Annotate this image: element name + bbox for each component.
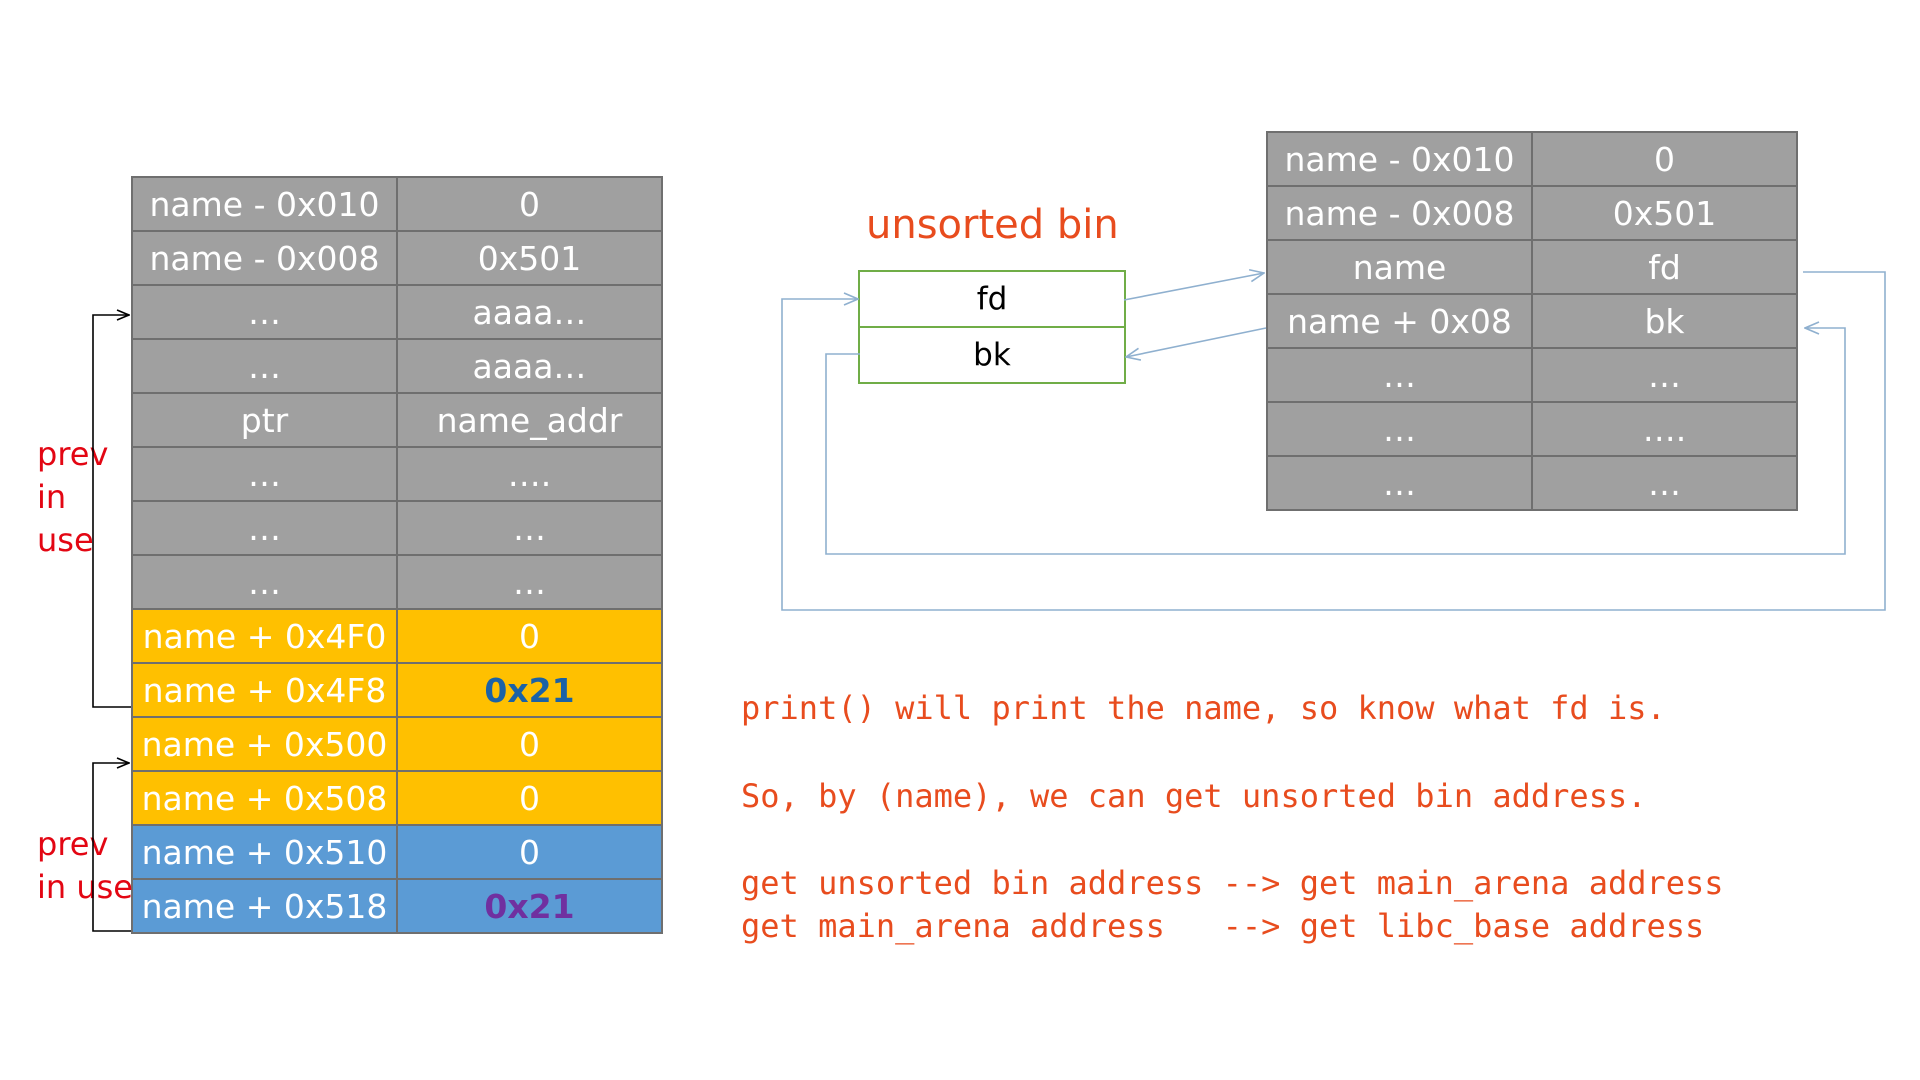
table-row: …… bbox=[131, 554, 663, 610]
label-line: prev bbox=[37, 435, 109, 473]
addr-cell: name + 0x08 bbox=[1266, 293, 1533, 349]
addr-cell: name bbox=[1266, 239, 1533, 295]
prev-in-use-bracket bbox=[92, 315, 131, 708]
addr-cell: … bbox=[131, 284, 398, 340]
addr-cell: … bbox=[131, 338, 398, 394]
addr-cell: name - 0x010 bbox=[1266, 131, 1533, 187]
prev-in-use-label: prev in use bbox=[37, 823, 157, 909]
bin-bk-field: bk bbox=[860, 326, 1124, 382]
value-cell: 0x501 bbox=[1531, 185, 1798, 241]
bin-fd-field: fd bbox=[860, 272, 1124, 326]
addr-cell: name - 0x008 bbox=[1266, 185, 1533, 241]
unsorted-bin-title: unsorted bin bbox=[866, 202, 1119, 248]
size-field-highlight: 0x21 bbox=[396, 662, 663, 718]
value-cell: … bbox=[396, 554, 663, 610]
value-cell: bk bbox=[1531, 293, 1798, 349]
label-line: in bbox=[37, 478, 67, 516]
value-cell: aaaa… bbox=[396, 284, 663, 340]
label-line: prev bbox=[37, 825, 109, 863]
label-line: use bbox=[37, 521, 94, 559]
value-cell: 0 bbox=[1531, 131, 1798, 187]
value-cell: …. bbox=[396, 446, 663, 502]
value-cell: aaaa… bbox=[396, 338, 663, 394]
value-cell: name_addr bbox=[396, 392, 663, 448]
addr-cell: … bbox=[1266, 347, 1533, 403]
addr-cell: name + 0x510 bbox=[131, 824, 398, 880]
addr-cell: … bbox=[131, 446, 398, 502]
addr-cell: name + 0x4F0 bbox=[131, 608, 398, 664]
prev-in-use-label: prev in use bbox=[37, 433, 147, 562]
addr-cell: name + 0x4F8 bbox=[131, 662, 398, 718]
addr-cell: name - 0x008 bbox=[131, 230, 398, 286]
value-cell: 0x501 bbox=[396, 230, 663, 286]
bk-arrow bbox=[1126, 327, 1267, 357]
value-cell: fd bbox=[1531, 239, 1798, 295]
label-line: in use bbox=[37, 868, 133, 906]
fd-arrow bbox=[1123, 273, 1264, 301]
fd-loop-arrow bbox=[781, 271, 1886, 611]
note-line: get unsorted bin address --> get main_ar… bbox=[741, 864, 1724, 902]
table-row: ……. bbox=[1266, 401, 1798, 457]
note-line: So, by (name), we can get unsorted bin a… bbox=[741, 777, 1647, 815]
table-row: …aaaa… bbox=[131, 284, 663, 340]
table-row: …aaaa… bbox=[131, 338, 663, 394]
note-line: get main_arena address --> get libc_base… bbox=[741, 907, 1705, 945]
value-cell: 0 bbox=[396, 824, 663, 880]
addr-cell: ptr bbox=[131, 392, 398, 448]
note-line: print() will print the name, so know wha… bbox=[741, 689, 1666, 727]
addr-cell: name + 0x500 bbox=[131, 716, 398, 772]
table-row: …… bbox=[131, 500, 663, 556]
unsorted-bin-box: fd bk bbox=[858, 270, 1126, 384]
table-row: …… bbox=[1266, 455, 1798, 511]
value-cell: 0 bbox=[396, 608, 663, 664]
value-cell: 0 bbox=[396, 716, 663, 772]
table-row: …… bbox=[1266, 347, 1798, 403]
addr-cell: name + 0x518 bbox=[131, 878, 398, 934]
addr-cell: name + 0x508 bbox=[131, 770, 398, 826]
bk-loop-arrow bbox=[825, 328, 1846, 555]
value-cell: 0 bbox=[396, 770, 663, 826]
size-field-highlight: 0x21 bbox=[396, 878, 663, 934]
value-cell: … bbox=[1531, 347, 1798, 403]
addr-cell: name - 0x010 bbox=[131, 176, 398, 232]
value-cell: … bbox=[396, 500, 663, 556]
prev-in-use-bracket bbox=[92, 763, 131, 932]
table-row: ……. bbox=[131, 446, 663, 502]
addr-cell: … bbox=[1266, 401, 1533, 457]
value-cell: 0 bbox=[396, 176, 663, 232]
addr-cell: … bbox=[131, 500, 398, 556]
value-cell: … bbox=[1531, 455, 1798, 511]
addr-cell: … bbox=[1266, 455, 1533, 511]
addr-cell: … bbox=[131, 554, 398, 610]
value-cell: …. bbox=[1531, 401, 1798, 457]
